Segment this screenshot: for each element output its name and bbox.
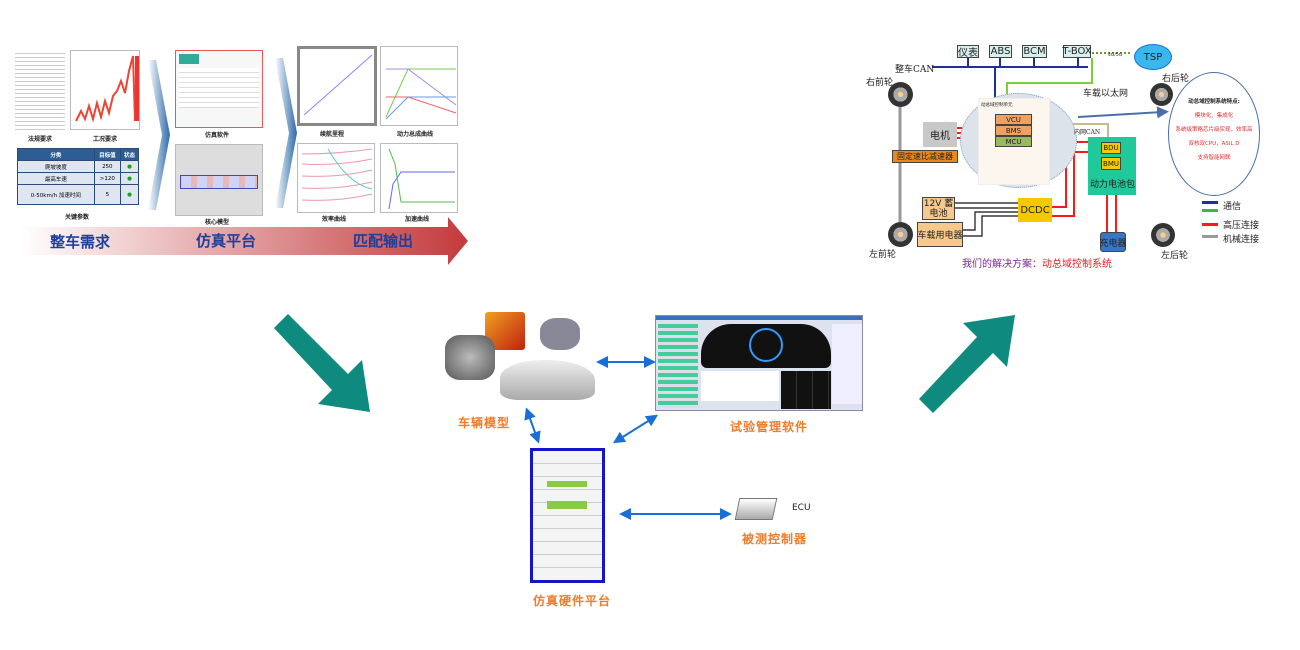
feature-item: 系统级策略芯片级实现，效率高: [1175, 127, 1253, 133]
legend-label: 机械连接: [1223, 235, 1260, 245]
acceleration-curve-chart: [380, 143, 458, 213]
features-title: 动总域控制系统特点:: [1188, 99, 1240, 105]
feature-item: 模块化、集成化: [1194, 113, 1234, 119]
table-header: 目标值: [93, 148, 121, 161]
powertrain-curve-chart: [380, 46, 458, 126]
wheel-icon: [888, 222, 913, 247]
output-label: 效率曲线: [322, 216, 347, 223]
feature-item: 双核双CPU，ASIL D: [1188, 141, 1240, 147]
bmu-box: BMU: [1101, 157, 1121, 170]
module-mcu: MCU: [995, 136, 1032, 147]
chevron-arrow-icon: [275, 58, 297, 208]
core-model-screenshot: [175, 144, 263, 216]
ethernet-label: 车载以太网: [1083, 89, 1129, 99]
caption-main: 动总域控制系统: [1042, 259, 1112, 270]
efficiency-curve-chart: [297, 143, 375, 213]
doc-label: 法规要求: [28, 136, 53, 143]
legend-label: 高压连接: [1223, 221, 1260, 231]
wheel-rear-right-label: 右后轮: [1162, 74, 1190, 84]
wheel-icon: [1150, 83, 1173, 106]
motor-box: 电机: [923, 122, 957, 147]
bdu-box: BDU: [1101, 142, 1121, 154]
battery-12v-box: 12V 蓄电池: [922, 197, 955, 220]
features-ellipse: 动总域控制系统特点: 模块化、集成化 系统级策略芯片级实现，效率高 双核双CPU…: [1168, 72, 1260, 196]
ecu-label: ECU: [792, 503, 811, 513]
doc-label: 工况要求: [93, 136, 118, 143]
teal-arrow-up-right-icon: [919, 315, 1015, 413]
stage-simulation-platform: 仿真平台: [196, 232, 257, 250]
vehicle-can-label: 整车CAN: [895, 65, 935, 75]
node-bcm: BCM: [1022, 45, 1047, 58]
wheel-rear-left-label: 左后轮: [1161, 251, 1189, 261]
reducer-box: 固定速比减速器: [892, 150, 958, 163]
battery-pack-box: BDU BMU 动力电池包: [1088, 137, 1136, 195]
legend-swatch-mechanical: [1202, 235, 1218, 238]
legend-swatch-communication: [1202, 201, 1218, 204]
sim-label: 仿真软件: [205, 132, 230, 139]
double-arrow-icon: [524, 407, 541, 444]
domain-unit-label: 动总域控制单元: [981, 103, 1013, 108]
driving-cycle-chart-image: [70, 50, 140, 130]
inner-can-label: 内网CAN: [1074, 129, 1101, 136]
double-arrow-icon: [612, 414, 659, 444]
battery-pack-label: 动力电池包: [1090, 180, 1136, 190]
wheel-icon: [1151, 223, 1175, 247]
network-4g-label: 4G/5G: [1108, 53, 1123, 58]
regulation-document-image: [15, 50, 65, 130]
chevron-arrow-icon: [148, 60, 170, 210]
hardware-cabinet-image: [530, 448, 605, 583]
simulation-software-screenshot: [175, 50, 263, 128]
range-chart: [297, 46, 377, 126]
table-caption: 关键参数: [65, 214, 90, 221]
legend-label: 通信: [1223, 202, 1242, 212]
test-software-label: 试验管理软件: [730, 420, 809, 434]
solution-caption: 我们的解决方案：动总域控制系统: [962, 255, 1112, 270]
sim-label: 核心模型: [205, 219, 230, 226]
wheel-icon: [888, 82, 913, 107]
module-vcu: VCU: [995, 114, 1032, 125]
process-arrow-bar: [20, 217, 468, 265]
node-tbox: T-BOX: [1062, 45, 1092, 58]
caption-prefix: 我们的解决方案：: [962, 259, 1042, 270]
legend-swatch-high-voltage: [1202, 223, 1218, 226]
hardware-platform-label: 仿真硬件平台: [533, 594, 612, 608]
dcdc-box: DCDC: [1018, 198, 1052, 222]
module-bms: BMS: [995, 125, 1032, 136]
output-label: 续航里程: [320, 131, 345, 138]
charger-box: 充电器: [1100, 232, 1127, 252]
stage-vehicle-requirements: 整车需求: [50, 233, 111, 251]
test-management-software-screenshot: [655, 315, 863, 411]
onboard-loads-box: 车载用电器: [917, 222, 963, 247]
controller-under-test-label: 被测控制器: [742, 532, 808, 546]
tsp-cloud: TSP: [1134, 44, 1172, 70]
output-label: 加速曲线: [405, 216, 430, 223]
teal-arrow-down-right-icon: [274, 314, 370, 412]
vehicle-model-image: [440, 310, 595, 410]
output-label: 动力总成曲线: [397, 131, 434, 138]
wheel-front-right-label: 右前轮: [866, 78, 894, 88]
feature-item: 支持智能网联: [1197, 155, 1231, 161]
legend-swatch-ethernet: [1202, 209, 1218, 212]
vehicle-model-label: 车辆模型: [458, 416, 511, 430]
stage-matching-output: 匹配输出: [353, 232, 414, 250]
node-abs: ABS: [989, 45, 1012, 58]
wheel-front-left-label: 左前轮: [869, 250, 897, 260]
node-instrument: 仪表: [957, 45, 979, 59]
